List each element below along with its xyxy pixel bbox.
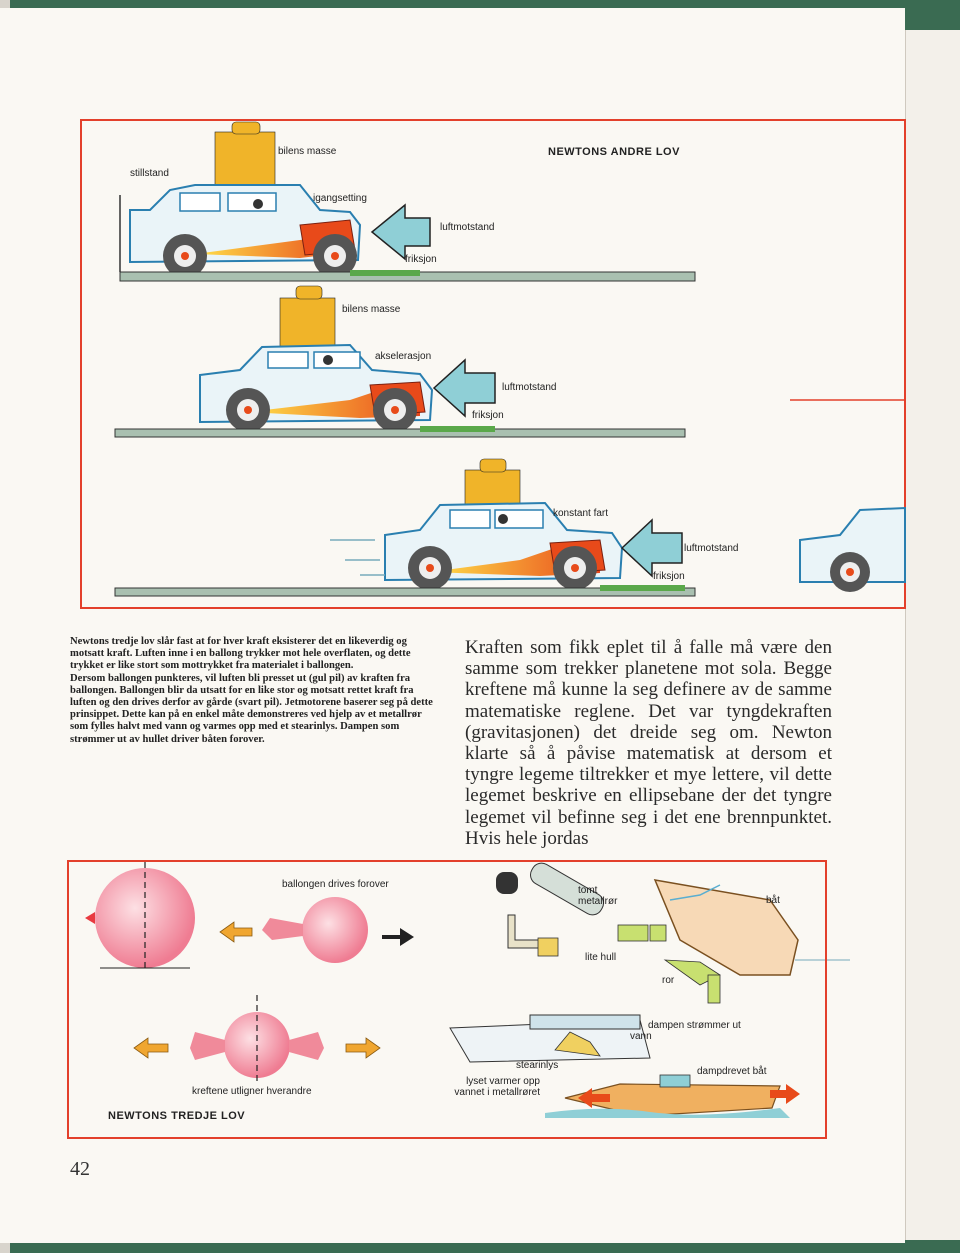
label-balloon-drives: ballongen drives forover	[282, 879, 389, 890]
caption-paragraph-2: Dersom ballongen punkteres, vil luften b…	[70, 672, 433, 745]
label-friction-3: friksjon	[653, 571, 685, 582]
label-acceleration: akselerasjon	[375, 351, 432, 362]
balloon-drawings	[85, 862, 414, 1085]
label-start: igangsetting	[313, 193, 367, 204]
car-constant-speed	[114, 458, 696, 597]
label-friction-1: friksjon	[405, 254, 437, 265]
label-friction-2: friksjon	[472, 410, 504, 421]
label-car-mass-2: bilens masse	[342, 304, 401, 315]
label-water: vann	[630, 1031, 652, 1042]
newton-second-law-figure	[80, 119, 906, 609]
label-air-resistance-3: luftmotstand	[684, 543, 739, 554]
steamboat-drawings	[449, 862, 850, 1118]
body-text: Kraften som fikk eplet til å falle må væ…	[465, 637, 832, 849]
label-air-resistance-2: luftmotstand	[502, 382, 557, 393]
label-candle-heats: lyset varmer opp vannet i metallrøret	[454, 1076, 540, 1098]
figure-1-title: NEWTONS ANDRE LOV	[548, 146, 680, 158]
label-rudder: ror	[662, 975, 675, 986]
label-steamboat: dampdrevet båt	[697, 1066, 767, 1077]
caption-third-law: Newtons tredje lov slår fast at for hver…	[70, 636, 435, 746]
page-number: 42	[70, 1158, 90, 1180]
label-steam-out: dampen strømmer ut	[648, 1020, 741, 1031]
figure-2-title: NEWTONS TREDJE LOV	[108, 1110, 246, 1122]
newton-third-law-figure	[67, 860, 827, 1139]
label-forces-cancel: kreftene utligner hverandre	[192, 1086, 312, 1097]
car-partial-right	[790, 399, 906, 592]
label-air-resistance-1: luftmotstand	[440, 222, 495, 233]
label-small-hole: lite hull	[585, 952, 617, 963]
label-car-mass-1: bilens masse	[278, 146, 337, 157]
label-boat: båt	[766, 895, 780, 906]
caption-paragraph-1: Newtons tredje lov slår fast at for hver…	[70, 636, 411, 672]
label-constant-speed: konstant fart	[553, 508, 609, 519]
label-empty-tube: tomt metallrør	[578, 885, 618, 907]
car-standstill	[119, 121, 696, 282]
facing-page-edge	[905, 30, 960, 1240]
label-candle: stearinlys	[516, 1060, 559, 1071]
car-accelerating	[114, 285, 686, 438]
label-standstill: stillstand	[130, 168, 169, 179]
